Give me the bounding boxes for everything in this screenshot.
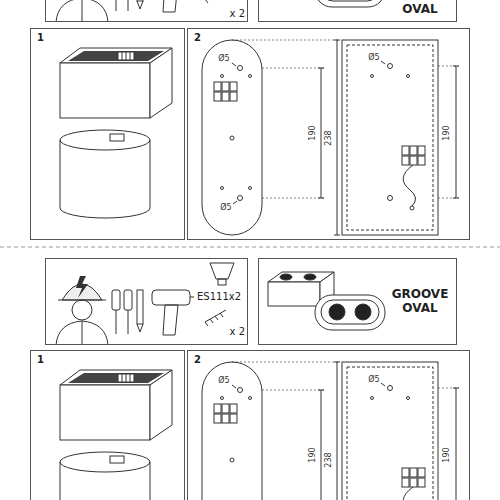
dimension-length: 190 xyxy=(309,446,317,463)
dimension-length: 238 xyxy=(325,451,333,468)
product-panel: GROOVE OVAL xyxy=(258,258,457,345)
item-count: x 2 xyxy=(230,8,245,20)
step-number: 1 xyxy=(37,32,44,44)
hole-diameter: Ø5 xyxy=(367,54,380,62)
hole-diameter: Ø5 xyxy=(217,377,230,385)
step-panel: 1 xyxy=(30,350,185,500)
hole-diameter: Ø5 xyxy=(217,55,230,63)
tools-illustration xyxy=(56,0,385,22)
hole-diameter: Ø5 xyxy=(367,376,380,384)
dimension-length: 238 xyxy=(325,129,333,146)
dimension-length: 190 xyxy=(443,124,451,141)
tools-illustration xyxy=(56,263,385,345)
step-panel: 1 xyxy=(30,28,185,240)
product-name: GROOVE OVAL xyxy=(389,287,451,316)
step-illustration xyxy=(60,362,459,500)
step-number: 2 xyxy=(194,354,201,366)
product-name: OVAL xyxy=(389,2,451,16)
step-illustration xyxy=(60,40,459,235)
dimension-length: 190 xyxy=(309,124,317,141)
step-panel: 2 xyxy=(187,350,470,500)
item-count: ES111x2 xyxy=(197,291,241,303)
step-number: 2 xyxy=(194,32,201,44)
tools-panel: x 2 xyxy=(45,0,248,22)
product-panel: OVAL xyxy=(258,0,457,22)
hole-diameter: Ø5 xyxy=(219,204,232,212)
step-number: 1 xyxy=(37,354,44,366)
tools-panel: ES111x2 x 2 xyxy=(45,258,248,345)
cut-line xyxy=(0,247,500,248)
dimension-length: 190 xyxy=(443,446,451,463)
item-count: x 2 xyxy=(230,326,245,338)
